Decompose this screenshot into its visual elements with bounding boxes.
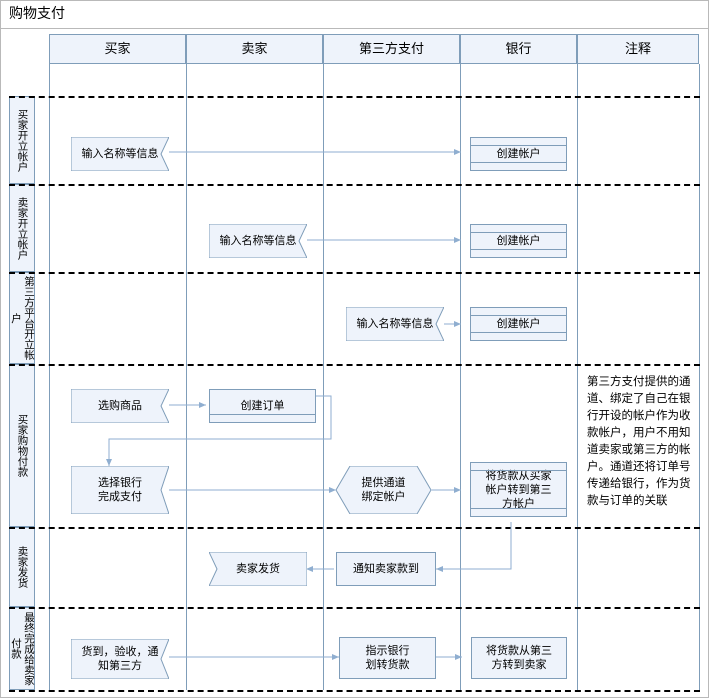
column-header-remark: 注释 <box>577 34 699 64</box>
lane-separator <box>323 64 324 690</box>
lane-separator <box>49 64 50 690</box>
node-label: 选择银行 完成支付 <box>98 476 142 503</box>
node-input-info-seller[interactable]: 输入名称等信息 <box>209 224 307 258</box>
lane-separator <box>699 64 700 690</box>
stage-divider <box>9 184 700 186</box>
stage-label-text: 第三方平台开立帐户 <box>10 276 35 360</box>
lane-separator <box>460 64 461 690</box>
column-header-thirdparty: 第三方支付 <box>323 34 460 64</box>
node-select-goods[interactable]: 选购商品 <box>71 389 169 423</box>
column-header-label: 银行 <box>505 42 532 57</box>
node-label: 输入名称等信息 <box>219 234 297 247</box>
column-header-label: 注释 <box>624 42 651 57</box>
title-divider <box>1 28 708 29</box>
stage-label-final-pay: 最终完成给卖家付款 <box>9 607 35 690</box>
node-label: 创建帐户 <box>496 234 541 247</box>
node-label: 创建订单 <box>240 399 285 412</box>
column-header-buyer: 买家 <box>49 34 186 64</box>
stage-divider <box>9 96 700 98</box>
node-instruct-bank-transfer[interactable]: 指示银行 划转货款 <box>339 637 436 679</box>
node-transfer-to-thirdparty[interactable]: 将货款从买家 帐户转到第三 方帐户 <box>470 462 567 517</box>
node-notify-seller-paid[interactable]: 通知卖家款到 <box>336 552 436 586</box>
node-label: 创建帐户 <box>496 317 541 330</box>
stage-label-text: 卖家发货 <box>16 546 29 588</box>
stage-label-seller-open: 卖家开立帐户 <box>9 184 35 272</box>
node-label: 创建帐户 <box>496 147 541 160</box>
node-seller-ship[interactable]: 卖家发货 <box>209 552 307 586</box>
node-create-order[interactable]: 创建订单 <box>209 389 316 423</box>
node-label: 将货款从买家 帐户转到第三 方帐户 <box>485 468 552 510</box>
lane-separator <box>577 64 578 690</box>
node-provide-channel[interactable]: 提供通道 绑定帐户 <box>336 466 431 514</box>
node-choose-bank-pay[interactable]: 选择银行 完成支付 <box>71 466 169 514</box>
stage-label-platform-open: 第三方平台开立帐户 <box>9 272 35 364</box>
connector-layer <box>106 149 512 660</box>
node-create-account-3[interactable]: 创建帐户 <box>470 307 567 341</box>
stage-divider <box>9 607 700 609</box>
lane-separator <box>186 64 187 690</box>
column-header-bank: 银行 <box>460 34 577 64</box>
stage-label-text: 买家购物付款 <box>16 414 29 477</box>
stage-label-text: 最终完成给卖家付款 <box>10 611 35 686</box>
node-label: 输入名称等信息 <box>356 317 434 330</box>
stage-divider <box>9 272 700 274</box>
node-label: 输入名称等信息 <box>81 147 159 160</box>
node-create-account-1[interactable]: 创建帐户 <box>470 137 567 171</box>
stage-label-buyer-pay: 买家购物付款 <box>9 364 35 527</box>
remark-note: 第三方支付提供的通道、绑定了自己在银行开设的帐户作为收款帐户，用户不用知道卖家或… <box>581 369 697 529</box>
node-label: 通知卖家款到 <box>353 562 419 575</box>
node-label: 卖家发货 <box>236 562 280 575</box>
remark-note-text: 第三方支付提供的通道、绑定了自己在银行开设的帐户作为收款帐户，用户不用知道卖家或… <box>587 374 691 507</box>
swimlane-diagram: 买家 卖家 第三方支付 银行 注释 买家开立帐户 卖家开立帐户 第三方平台开立帐… <box>9 34 700 692</box>
stage-label-text: 买家开立帐户 <box>16 108 29 172</box>
node-create-account-2[interactable]: 创建帐户 <box>470 224 567 258</box>
node-label: 指示银行 划转货款 <box>365 644 410 671</box>
stage-divider <box>9 690 700 692</box>
stage-label-buyer-open: 买家开立帐户 <box>9 96 35 184</box>
column-header-seller: 卖家 <box>186 34 323 64</box>
column-header-label: 卖家 <box>241 42 268 57</box>
column-header-label: 第三方支付 <box>358 42 424 57</box>
column-header-label: 买家 <box>104 42 131 57</box>
node-input-info-thirdparty[interactable]: 输入名称等信息 <box>346 307 444 341</box>
node-label: 将货款从第三 方转到卖家 <box>486 644 552 671</box>
node-input-info-buyer[interactable]: 输入名称等信息 <box>71 137 169 171</box>
node-label: 货到，验收，通 知第三方 <box>81 645 159 672</box>
stage-divider <box>9 364 700 366</box>
node-label: 选购商品 <box>98 399 142 412</box>
node-goods-received[interactable]: 货到，验收，通 知第三方 <box>71 639 169 679</box>
stage-divider <box>9 527 700 529</box>
node-transfer-to-seller[interactable]: 将货款从第三 方转到卖家 <box>471 637 567 679</box>
node-label: 提供通道 绑定帐户 <box>361 476 406 503</box>
stage-label-text: 卖家开立帐户 <box>16 196 29 260</box>
page-title: 购物支付 <box>9 6 65 22</box>
stage-label-seller-ship: 卖家发货 <box>9 527 35 607</box>
